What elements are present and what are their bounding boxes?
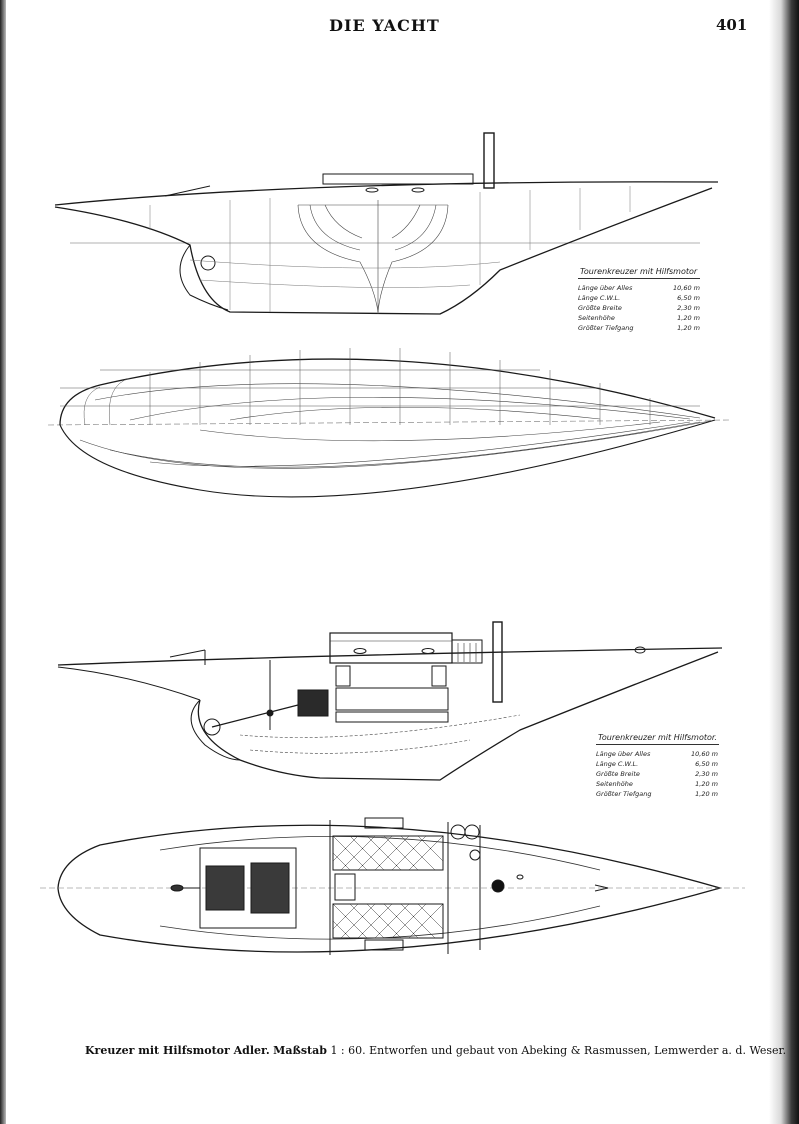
- spec-label: Länge C.W.L.: [596, 760, 639, 768]
- caption-scale-value: 1 : 60.: [330, 1044, 366, 1057]
- spec-label: Länge über Alles: [578, 284, 633, 292]
- spec-label: Größter Tiefgang: [596, 790, 652, 798]
- page-number: 401: [716, 16, 748, 34]
- spec-row: Länge über Alles 10,60 m: [596, 749, 719, 759]
- spec-table-title: Tourenkreuzer mit Hilfsmotor: [578, 267, 700, 279]
- spec-value: 10,60 m: [690, 750, 718, 758]
- spec-row: Seitenhöhe 1,20 m: [578, 313, 700, 323]
- spec-row: Größte Breite 2,30 m: [578, 303, 700, 313]
- inboard-profile-drawing: [57, 621, 723, 781]
- spec-row: Größter Tiefgang 1,20 m: [596, 789, 719, 799]
- spec-label: Länge über Alles: [596, 750, 651, 758]
- spec-label: Seitenhöhe: [596, 780, 633, 788]
- spec-value: 2,30 m: [677, 304, 700, 312]
- caption-credit: Entworfen und gebaut von Abeking & Rasmu…: [369, 1044, 787, 1057]
- spec-row: Größter Tiefgang 1,20 m: [578, 323, 700, 333]
- spec-value: 6,50 m: [677, 294, 700, 302]
- caption-title: Kreuzer mit Hilfsmotor Adler.: [85, 1044, 270, 1057]
- caption-scale-label: Maßstab: [273, 1044, 327, 1057]
- deck-plan-drawing: [40, 817, 745, 955]
- spec-row: Länge C.W.L. 6,50 m: [578, 293, 700, 303]
- lines-profile-drawing: [54, 132, 719, 315]
- spec-label: Größte Breite: [578, 304, 622, 312]
- spec-label: Seitenhöhe: [578, 314, 615, 322]
- page-edge-shadow: [769, 0, 799, 1124]
- page-binding-edge: [0, 0, 6, 1124]
- spec-value: 1,20 m: [677, 324, 700, 332]
- spec-row: Größte Breite 2,30 m: [596, 769, 719, 779]
- spec-table-top: Tourenkreuzer mit Hilfsmotor Länge über …: [578, 267, 700, 333]
- spec-value: 1,20 m: [695, 780, 718, 788]
- half-breadth-plan: [47, 348, 731, 498]
- spec-value: 10,60 m: [672, 284, 700, 292]
- spec-row: Länge C.W.L. 6,50 m: [596, 759, 719, 769]
- figure-caption: Kreuzer mit Hilfsmotor Adler. Maßstab 1 …: [85, 1044, 786, 1057]
- spec-row: Seitenhöhe 1,20 m: [596, 779, 719, 789]
- spec-label: Größte Breite: [596, 770, 640, 778]
- spec-label: Länge C.W.L.: [578, 294, 621, 302]
- spec-row: Länge über Alles 10,60 m: [578, 283, 700, 293]
- spec-table-title: Tourenkreuzer mit Hilfsmotor.: [596, 733, 719, 745]
- journal-title: DIE YACHT: [329, 16, 440, 35]
- spec-value: 1,20 m: [695, 790, 718, 798]
- spec-value: 6,50 m: [695, 760, 718, 768]
- spec-value: 2,30 m: [695, 770, 718, 778]
- spec-value: 1,20 m: [677, 314, 700, 322]
- spec-label: Größter Tiefgang: [578, 324, 634, 332]
- spec-table-bottom: Tourenkreuzer mit Hilfsmotor. Länge über…: [596, 733, 719, 799]
